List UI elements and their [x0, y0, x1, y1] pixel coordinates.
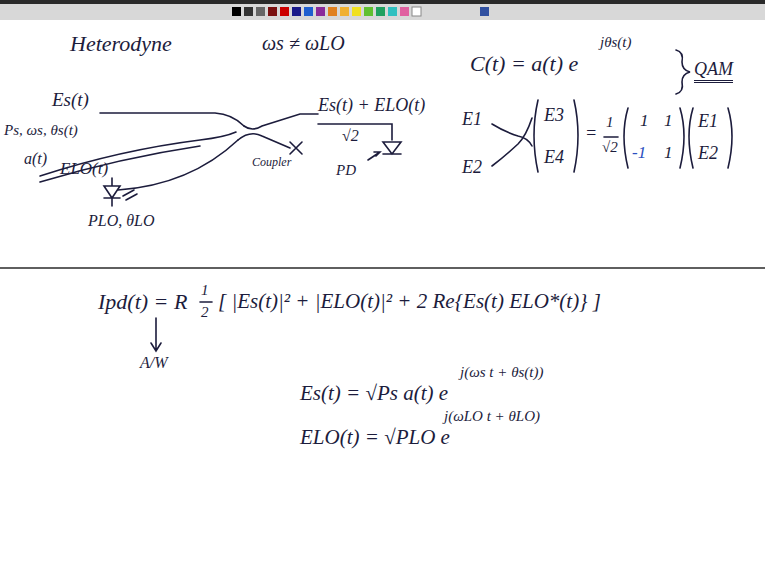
lo-field: ELO(t) = √PLO e — [300, 426, 450, 449]
port-label: E3 — [544, 106, 564, 126]
paren — [534, 100, 538, 172]
title: Heterodyne — [70, 32, 172, 56]
signal-params: Ps, ωs, θs(t) — [4, 122, 78, 139]
matrix-entry: 1 — [640, 112, 649, 131]
separator-line — [0, 267, 765, 268]
port-label: E2 — [462, 158, 482, 178]
coupler — [238, 134, 290, 148]
equals-sign: = — [585, 124, 597, 144]
exponent: jθs(t) — [600, 34, 632, 51]
vector-entry: E1 — [698, 112, 718, 132]
fraction-num: 1 — [201, 282, 209, 299]
modulation-label: QAM — [694, 60, 733, 83]
unit-label: A/W — [140, 354, 168, 372]
matrix-entry: 1 — [664, 144, 673, 163]
exponent: j(ωs t + θs(t)) — [460, 364, 544, 381]
laser-symbol — [104, 178, 120, 206]
photodiode-symbol — [383, 142, 401, 154]
fraction-bar — [200, 301, 212, 303]
coupler — [492, 124, 532, 146]
fraction-num: 1 — [606, 114, 614, 131]
fiber — [40, 146, 200, 182]
matrix-entry: -1 — [632, 144, 646, 163]
signal-label: Es(t) — [52, 90, 89, 111]
exponent: j(ωLO t + θLO) — [444, 408, 540, 425]
brace — [676, 50, 690, 94]
current-equation: Ipd(t) = R — [98, 290, 187, 314]
equation: C(t) = a(t) e — [470, 52, 578, 76]
coupler — [244, 114, 318, 129]
signal-field: Es(t) = √Ps a(t) e — [300, 382, 448, 405]
output-label: Es(t) + ELO(t) — [318, 96, 425, 116]
lo-label: ELO(t) — [60, 160, 108, 179]
emission-arrows — [123, 190, 137, 200]
photodiode-label: PD — [336, 162, 356, 179]
lo-params: PLO, θLO — [88, 212, 155, 230]
paren — [728, 108, 732, 168]
paren — [574, 100, 578, 172]
fraction-den: 2 — [201, 304, 209, 321]
coupler-label: Coupler — [252, 156, 291, 169]
title-bar — [0, 0, 765, 4]
normalization: √2 — [342, 127, 359, 145]
optical-setup — [40, 50, 732, 351]
light-arrow — [368, 152, 380, 160]
arrow — [151, 318, 161, 351]
color-palette — [232, 7, 489, 16]
paren — [689, 108, 693, 168]
fraction-den: √2 — [602, 139, 618, 156]
amplitude-label: a(t) — [24, 150, 47, 168]
current-expression: [ |Es(t)|² + |ELO(t)|² + 2 Re{Es(t) ELO*… — [218, 290, 601, 313]
lo-fiber — [118, 140, 238, 190]
signal-fiber — [100, 113, 244, 126]
paren — [680, 108, 684, 168]
fraction-bar — [604, 136, 618, 138]
matrix-entry: 1 — [664, 112, 673, 131]
termination-x — [290, 142, 302, 154]
port-label: E4 — [544, 148, 564, 168]
condition: ωs ≠ ωLO — [262, 32, 345, 54]
paren — [624, 108, 628, 168]
toolbar — [0, 0, 765, 20]
port-label: E1 — [462, 110, 482, 130]
coupler — [492, 118, 532, 166]
vector-entry: E2 — [698, 144, 718, 164]
